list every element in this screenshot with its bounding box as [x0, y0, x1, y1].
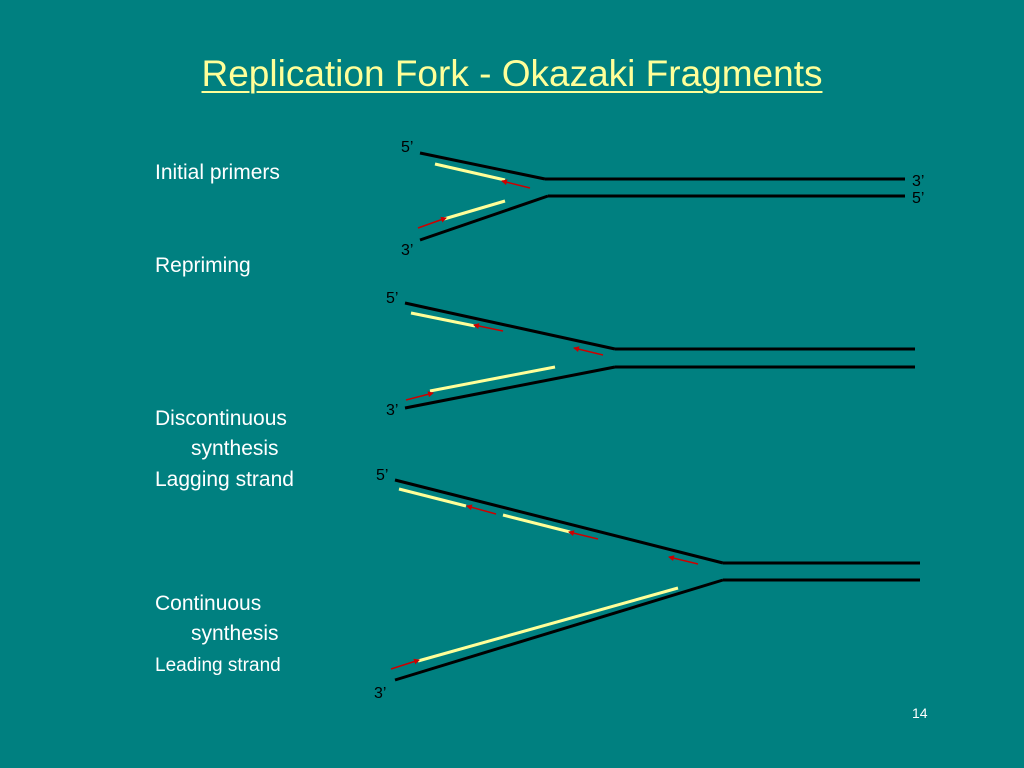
fork3-label-3prime: 3’: [374, 685, 386, 702]
fork1-right-label-3prime: 3’: [912, 173, 924, 190]
fork1-primer-bottom: [417, 216, 447, 229]
fork2-primer-bottom: [405, 391, 434, 401]
fork3-label-5prime: 5’: [376, 467, 388, 484]
fork3-top-arm: [394, 478, 724, 565]
label-repriming: Repriming: [155, 254, 251, 277]
label-leading-strand: Leading strand: [155, 655, 281, 676]
fork3-leading-strand: [417, 586, 679, 663]
fork1-right-label-5prime: 5’: [912, 190, 924, 207]
label-lagging-strand: Lagging strand: [155, 468, 294, 491]
fork3-primer-3: [668, 555, 699, 565]
fork-initial-primers: 5’ 3’ 3’ 5’: [401, 139, 924, 259]
fork2-new-strand-bottom: [429, 365, 556, 393]
fork1-bottom-arm: [419, 194, 549, 242]
fork2-label-3prime: 3’: [386, 402, 398, 419]
fork-repriming: 5’ 3’: [386, 290, 915, 419]
fork3-bottom-arm: [394, 578, 724, 682]
fork-synthesis: 5’ 3’: [374, 467, 920, 702]
fork1-label-5prime: 5’: [401, 139, 413, 156]
fork1-label-3prime: 3’: [401, 242, 413, 259]
fork1-new-strand-top: [434, 162, 506, 182]
label-discontinuous: Discontinuous: [155, 407, 287, 430]
label-continuous: Continuous: [155, 592, 262, 615]
fork2-primer-top: [473, 323, 504, 332]
fork3-okazaki-fragment-2: [502, 513, 571, 534]
label-discontinuous-synthesis: synthesis: [191, 437, 279, 460]
fork3-primer-leading: [390, 658, 420, 670]
label-continuous-synthesis: synthesis: [191, 622, 279, 645]
fork3-primer-1: [466, 504, 497, 515]
label-initial-primers: Initial primers: [155, 161, 280, 184]
slide-title: Replication Fork - Okazaki Fragments: [201, 53, 823, 94]
fork2-label-5prime: 5’: [386, 290, 398, 307]
fork1-new-strand-bottom: [443, 199, 506, 221]
fork3-okazaki-fragment-1: [398, 487, 467, 508]
fork2-primer-new: [573, 346, 604, 356]
page-number: 14: [912, 705, 928, 721]
fork2-top-arm: [404, 301, 616, 351]
fork2-new-strand-top: [410, 311, 476, 328]
fork1-primer-top: [501, 179, 531, 189]
fork3-primer-2: [568, 530, 599, 540]
fork1-top-arm: [419, 151, 546, 181]
fork2-bottom-arm: [404, 365, 616, 410]
